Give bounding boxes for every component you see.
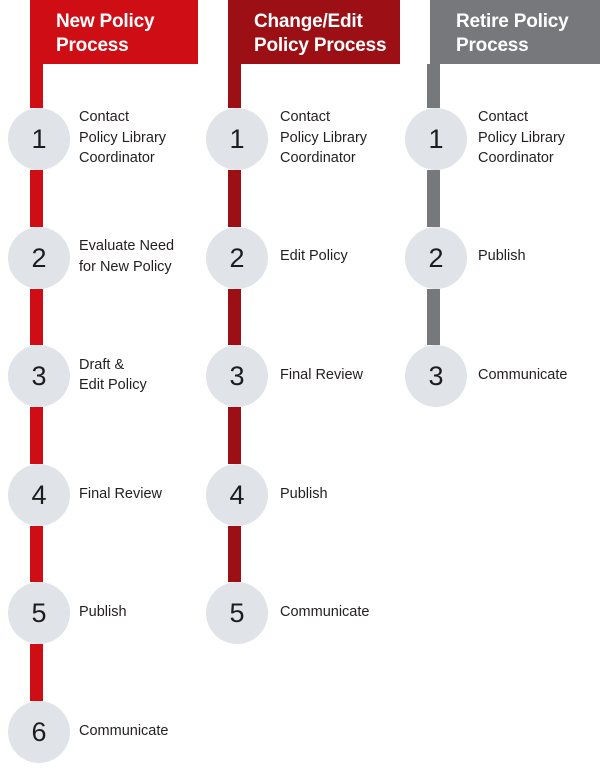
- connector-segment-retire-policy-process: [427, 288, 440, 346]
- step-label: Edit Policy: [280, 246, 348, 267]
- step-label-line: Publish: [79, 604, 127, 621]
- step-label-line: Communicate: [79, 722, 169, 739]
- step-circle: [206, 108, 268, 170]
- step-circle: [206, 226, 268, 289]
- step-circle: [405, 108, 467, 170]
- column-header-line: Retire Policy: [456, 11, 569, 32]
- step-number: 2: [229, 242, 245, 273]
- connector-segment-change-edit-policy-process: [228, 288, 241, 346]
- step-number: 5: [229, 598, 245, 629]
- step-label: Evaluate Need for New Policy: [79, 236, 174, 277]
- step-label-line: Publish: [478, 248, 526, 265]
- connector-segment-change-edit-policy-process: [228, 407, 241, 464]
- step-number: 3: [428, 361, 444, 392]
- step-label: Final Review: [79, 484, 162, 505]
- step-number: 3: [31, 361, 47, 392]
- step-label-line: Final Review: [280, 366, 363, 383]
- column-header-line: Change/Edit: [254, 11, 363, 32]
- connector-segment-change-edit-policy-process: [228, 170, 241, 227]
- connector-stub-change-edit-policy-process: [228, 64, 241, 108]
- step-label-line: Publish: [280, 485, 328, 502]
- step-label-line: Edit Policy: [79, 377, 147, 394]
- step-label-line: Communicate: [280, 604, 370, 621]
- step-number: 4: [229, 479, 245, 510]
- connector-segment-change-edit-policy-process: [228, 525, 241, 583]
- step-label-line: Final Review: [79, 485, 162, 502]
- step-label: Communicate: [478, 365, 567, 386]
- step-circle: [8, 345, 70, 408]
- step-label-line: Policy Library: [478, 129, 566, 146]
- step-number: 1: [428, 124, 444, 154]
- step-circle: [8, 463, 70, 526]
- column-header-line: Policy Process: [254, 34, 387, 56]
- step-number: 2: [428, 242, 444, 273]
- connector-segment-new-policy-process: [30, 407, 43, 464]
- step-label: Publish: [478, 246, 526, 267]
- step-label-line: Edit Policy: [280, 248, 348, 265]
- connector-segment-new-policy-process: [30, 288, 43, 346]
- step-label-line: for New Policy: [79, 258, 172, 275]
- connector-stub-new-policy-process: [30, 64, 43, 108]
- step-label-line: Coordinator: [478, 150, 554, 167]
- step-circle: [405, 226, 467, 289]
- step-number: 1: [31, 124, 47, 154]
- step-circle: [8, 226, 70, 289]
- step-number: 6: [31, 717, 47, 747]
- step-label-line: Contact: [280, 109, 330, 126]
- connector-segment-new-policy-process: [30, 170, 43, 227]
- step-label: Publish: [280, 484, 328, 505]
- connector-segment-new-policy-process: [30, 525, 43, 583]
- step-label-line: Contact: [478, 109, 528, 126]
- connector-stub-retire-policy-process: [427, 64, 440, 108]
- connector-segment-retire-policy-process: [427, 170, 440, 227]
- step-label: Draft & Edit Policy: [79, 355, 147, 396]
- step-label: Communicate: [280, 602, 369, 623]
- step-label: Publish: [79, 602, 127, 623]
- step-number: 3: [229, 361, 245, 392]
- step-circle: [8, 701, 70, 763]
- step-circle: [206, 345, 268, 408]
- column-header-line: New Policy: [56, 11, 155, 32]
- step-number: 2: [31, 242, 47, 273]
- step-label-line: Contact: [79, 109, 129, 126]
- step-circle: [405, 345, 467, 408]
- column-header-line: Process: [456, 34, 529, 56]
- step-number: 1: [229, 124, 245, 154]
- step-label-line: Evaluate Need: [79, 238, 175, 254]
- step-label-line: Policy Library: [280, 129, 368, 146]
- step-label-line: Coordinator: [280, 150, 356, 167]
- step-circle: [206, 582, 268, 645]
- connector-segment-new-policy-process: [30, 644, 43, 701]
- step-circle: [8, 582, 70, 645]
- step-number: 5: [31, 598, 47, 629]
- step-circle: [8, 108, 70, 170]
- step-label-line: Draft &: [79, 356, 125, 373]
- column-header-line: Process: [56, 34, 129, 56]
- step-number: 4: [31, 479, 47, 510]
- step-label: Final Review: [280, 365, 363, 386]
- step-label-line: Policy Library: [79, 129, 167, 146]
- step-label-line: Communicate: [478, 366, 568, 383]
- step-circle: [206, 463, 268, 526]
- step-label-line: Coordinator: [79, 150, 155, 167]
- step-label: Communicate: [79, 721, 168, 742]
